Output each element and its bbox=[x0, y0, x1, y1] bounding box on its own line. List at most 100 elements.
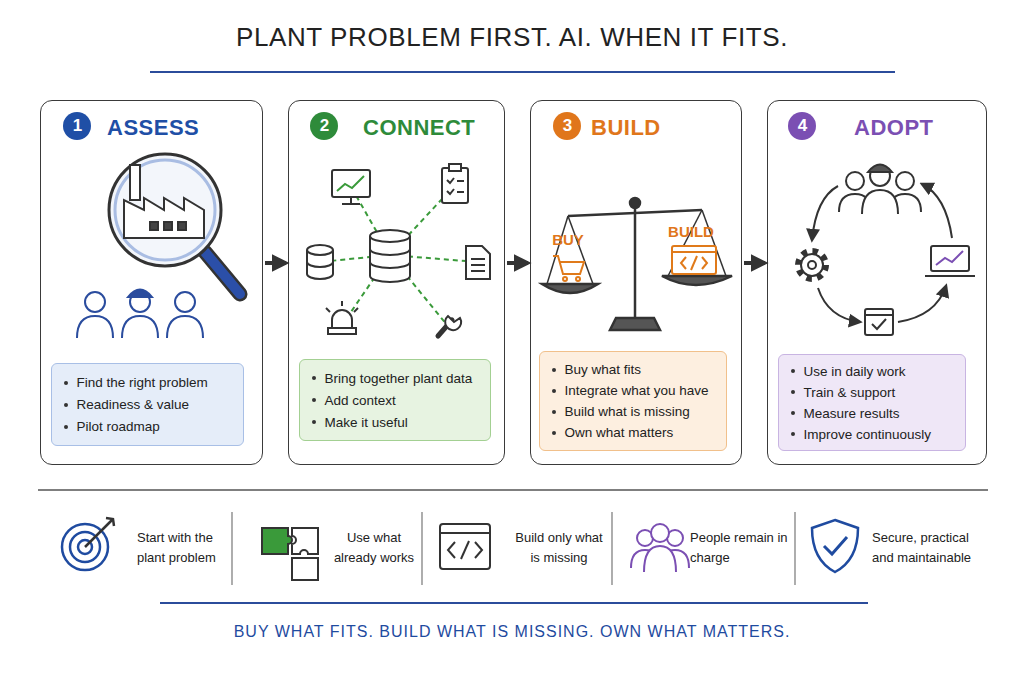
bullet-text: Readiness & value bbox=[76, 397, 189, 412]
puzzle-icon bbox=[292, 528, 318, 554]
target-icon bbox=[62, 518, 114, 570]
code-window-icon bbox=[672, 246, 716, 274]
bullet-dot bbox=[791, 390, 795, 394]
code-window-icon bbox=[440, 532, 490, 534]
bullet-text: Build what is missing bbox=[564, 404, 689, 419]
bullet-dot bbox=[552, 368, 556, 372]
code-window-icon bbox=[440, 524, 490, 569]
cycle-arrow bbox=[898, 286, 946, 322]
people-icon bbox=[631, 524, 689, 572]
step-number-badge: 3 bbox=[553, 112, 581, 140]
column-divider bbox=[794, 512, 795, 585]
bullet-dot bbox=[64, 425, 68, 429]
checklist-icon bbox=[457, 180, 464, 182]
cycle-arrow bbox=[812, 186, 838, 240]
bullet-item: Find the right problem bbox=[64, 372, 243, 394]
step-number-badge: 2 bbox=[310, 112, 338, 140]
data-link bbox=[320, 185, 478, 325]
gear-icon bbox=[801, 254, 823, 276]
cart-icon bbox=[576, 277, 580, 281]
bullet-dot bbox=[552, 431, 556, 435]
bullet-text: Add context bbox=[324, 393, 395, 408]
bullet-text: Pilot roadmap bbox=[76, 419, 159, 434]
bullet-text: Measure results bbox=[803, 406, 899, 421]
code-window-icon bbox=[461, 541, 469, 559]
bullet-dot bbox=[552, 389, 556, 393]
laptop-icon bbox=[936, 251, 963, 265]
people-icon bbox=[651, 524, 669, 542]
caption-underline bbox=[160, 603, 868, 604]
bullet-text: Improve continuously bbox=[803, 427, 931, 442]
column-divider bbox=[231, 512, 232, 585]
team-icon bbox=[85, 292, 105, 312]
stage-panel: 4Use in daily workTrain & supportMeasure… bbox=[767, 100, 987, 465]
team-icon bbox=[128, 290, 152, 298]
step-number: 3 bbox=[563, 117, 572, 135]
factory-icon bbox=[130, 165, 140, 200]
alarm-icon bbox=[326, 301, 358, 334]
bullet-item: Train & support bbox=[791, 382, 965, 403]
code-window-icon bbox=[440, 524, 490, 569]
bullet-dot bbox=[791, 411, 795, 415]
stage-heading: ADOPT bbox=[854, 114, 934, 142]
bullet-text: Own what matters bbox=[564, 425, 673, 440]
bullet-dot bbox=[791, 369, 795, 373]
diagram-caption: BUY WHAT FITS. BUILD WHAT IS MISSING. OW… bbox=[0, 623, 1024, 641]
magnifier-icon bbox=[115, 160, 215, 260]
bullet-item: Buy what fits bbox=[552, 359, 726, 380]
principle-text: Build only what is missing bbox=[510, 528, 608, 568]
factory-icon bbox=[124, 165, 204, 238]
balance-scale bbox=[542, 198, 732, 330]
bullet-dot bbox=[312, 420, 316, 424]
puzzle-icon bbox=[262, 528, 318, 580]
stage-panel: 1Find the right problemReadiness & value… bbox=[40, 100, 263, 465]
database-icon bbox=[370, 249, 410, 255]
bullet-item: Measure results bbox=[791, 403, 965, 424]
check-window-icon bbox=[872, 319, 886, 329]
checklist-icon bbox=[457, 191, 464, 193]
step-number-badge: 4 bbox=[788, 112, 816, 140]
wrench-icon bbox=[445, 316, 461, 330]
code-window-icon bbox=[702, 257, 707, 269]
team-icon bbox=[896, 172, 914, 190]
title-underline bbox=[150, 71, 895, 73]
step-number: 1 bbox=[73, 117, 82, 135]
team-icon bbox=[839, 165, 921, 215]
bullet-item: Add context bbox=[312, 389, 490, 411]
magnifier-icon bbox=[109, 154, 221, 266]
bullet-text: Buy what fits bbox=[564, 362, 641, 377]
diagram-title: PLANT PROBLEM FIRST. AI. WHEN IT FITS. bbox=[0, 22, 1024, 53]
check-window-icon bbox=[865, 309, 893, 335]
team-icon bbox=[846, 172, 864, 190]
document-icon bbox=[471, 258, 485, 260]
shield-icon bbox=[812, 520, 858, 572]
bullet-item: Readiness & value bbox=[64, 394, 243, 416]
column-divider bbox=[611, 512, 612, 585]
principle-text: Use what already works bbox=[330, 528, 418, 568]
scale-side-label: BUY bbox=[543, 231, 593, 249]
gear-icon bbox=[798, 251, 826, 279]
alarm-icon bbox=[326, 308, 330, 312]
puzzle-icon bbox=[262, 528, 292, 554]
puzzle-icon bbox=[292, 558, 318, 580]
principle-text: Start with the plant problem bbox=[137, 528, 232, 568]
bullet-text: Train & support bbox=[803, 385, 895, 400]
cart-icon bbox=[553, 256, 584, 281]
gear-icon bbox=[798, 251, 826, 279]
factory-icon bbox=[150, 222, 158, 230]
laptop-icon bbox=[931, 246, 969, 271]
bullet-dot bbox=[64, 381, 68, 385]
bullet-text: Integrate what you have bbox=[564, 383, 708, 398]
checklist-icon bbox=[442, 164, 468, 203]
flow-arrow bbox=[265, 261, 286, 265]
bullet-item: Use in daily work bbox=[791, 361, 965, 382]
bullet-item: Bring together plant data bbox=[312, 367, 490, 389]
document-icon bbox=[466, 246, 490, 279]
monitor-icon bbox=[337, 176, 364, 191]
footer-divider bbox=[38, 490, 988, 491]
bullet-item: Integrate what you have bbox=[552, 380, 726, 401]
shield-icon bbox=[812, 520, 858, 572]
